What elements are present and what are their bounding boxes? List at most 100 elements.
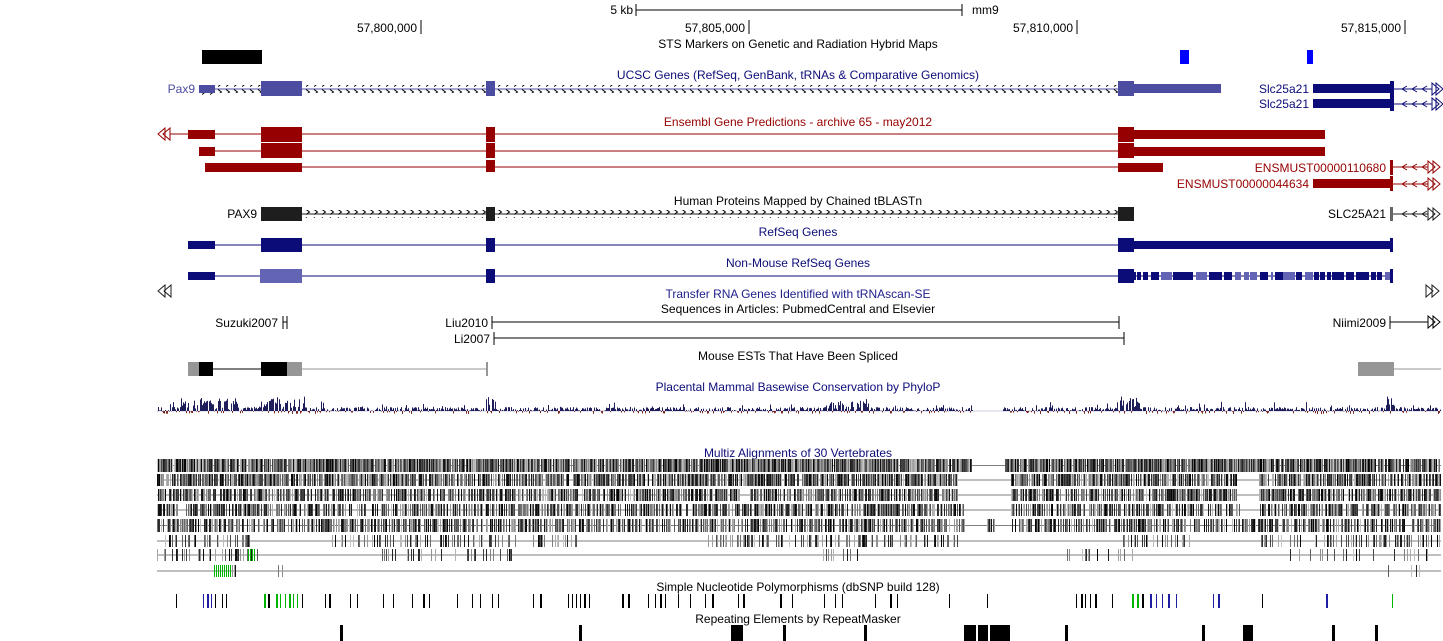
alignment-cell <box>272 459 273 472</box>
alignment-cell <box>1369 489 1370 501</box>
alignment-cell <box>522 459 523 472</box>
alignment-cell <box>794 504 795 516</box>
alignment-cell <box>1343 474 1344 486</box>
alignment-cell <box>826 504 827 516</box>
conservation-bar <box>593 411 594 414</box>
alignment-cell <box>1214 489 1215 501</box>
alignment-cell <box>416 459 417 472</box>
conservation-bar <box>947 408 948 411</box>
transcript-label[interactable]: ENSMUST00000044634 <box>1177 177 1309 191</box>
transcript-row[interactable] <box>199 143 1325 158</box>
conservation-bar <box>820 408 821 411</box>
refseq-track[interactable]: RefSeq Genes <box>188 225 1393 252</box>
alignment-cell <box>1121 489 1122 501</box>
est-alignment[interactable] <box>188 362 488 376</box>
alignment-cell <box>1415 459 1416 472</box>
conservation-bar <box>1040 411 1041 414</box>
gene-model[interactable] <box>188 238 1393 252</box>
alignment-cell <box>1230 459 1231 472</box>
alignment-cell <box>1259 474 1260 486</box>
multiz-track[interactable]: Multiz Alignments of 30 Vertebrates <box>157 446 1441 577</box>
gene-label[interactable]: Slc25a21 <box>1259 82 1309 96</box>
alignment-cell <box>229 504 230 516</box>
gene-label[interactable]: Pax9 <box>168 82 196 96</box>
phylop-track[interactable]: Placental Mammal Basewise Conservation b… <box>157 380 1441 414</box>
alignment-cell <box>264 474 265 486</box>
transcript-row[interactable] <box>1390 159 1441 175</box>
alignment-cell <box>1301 489 1302 501</box>
pubs-track[interactable]: Sequences in Articles: PubmedCentral and… <box>215 302 1441 346</box>
conservation-bar <box>1234 407 1235 411</box>
alignment-cell <box>160 474 161 486</box>
conservation-bar <box>1082 409 1083 411</box>
conservation-bar <box>391 407 392 411</box>
sts-marker[interactable] <box>1180 50 1189 64</box>
gene-pax9[interactable] <box>199 81 1221 96</box>
alignment-cell <box>185 474 186 486</box>
ensembl-track[interactable]: Ensembl Gene Predictions - archive 65 - … <box>157 115 1441 192</box>
gene-label[interactable]: Slc25a21 <box>1259 97 1309 111</box>
est-alignment[interactable] <box>1358 362 1441 376</box>
alignment-cell <box>620 459 621 472</box>
conservation-bar <box>861 411 862 413</box>
ucsc-genes-track[interactable]: UCSC Genes (RefSeq, GenBank, tRNAs & Com… <box>168 68 1443 112</box>
transcript-row[interactable] <box>205 160 1163 172</box>
human-proteins-track[interactable]: Human Proteins Mapped by Chained tBLASTn… <box>227 194 1441 222</box>
conservation-bar <box>614 402 615 411</box>
alignment-cell <box>278 489 279 501</box>
transcript-row[interactable] <box>170 127 1325 142</box>
pub-label[interactable]: Li2007 <box>454 332 490 346</box>
alignment-cell <box>941 459 942 472</box>
pub-feature[interactable] <box>1389 314 1441 330</box>
sts-marker[interactable] <box>202 50 262 64</box>
alignment-cell <box>1203 489 1204 501</box>
alignment-cell <box>668 489 669 501</box>
conservation-bar <box>379 408 380 411</box>
gene-model[interactable] <box>188 269 1393 283</box>
transcript-label[interactable]: ENSMUST00000110680 <box>1255 161 1387 175</box>
gene-slc25a21-alt[interactable] <box>1313 96 1443 112</box>
alignment-cell <box>1219 474 1220 486</box>
pub-feature[interactable] <box>282 316 288 329</box>
conservation-bar <box>1226 411 1227 414</box>
conservation-bar <box>928 409 929 411</box>
alignment-cell <box>827 489 828 501</box>
alignment-cell <box>1322 489 1323 501</box>
pub-feature[interactable] <box>493 332 1125 345</box>
conservation-bar <box>416 407 417 411</box>
est-track[interactable]: Mouse ESTs That Have Been Spliced <box>188 349 1441 376</box>
conservation-bar <box>520 408 521 411</box>
alignment-cell <box>511 459 512 472</box>
alignment-cell <box>1334 459 1335 472</box>
alignment-cell <box>438 459 439 472</box>
alignment-cell <box>763 459 764 472</box>
alignment-cell <box>926 489 927 501</box>
alignment-cell <box>1122 489 1123 501</box>
alignment-cell <box>578 474 579 486</box>
alignment-cell <box>276 489 277 501</box>
transcript-row[interactable] <box>1313 176 1441 192</box>
pub-label[interactable]: Liu2010 <box>445 316 488 330</box>
conservation-bar <box>1084 411 1085 414</box>
protein-alignment[interactable] <box>261 207 1134 221</box>
pub-label[interactable]: Niimi2009 <box>1333 316 1387 330</box>
pub-feature[interactable] <box>491 316 1120 329</box>
alignment-cell <box>1102 459 1103 472</box>
alignment-cell <box>683 489 684 501</box>
gene-slc25a21[interactable] <box>1313 81 1443 97</box>
conservation-bar <box>400 408 401 411</box>
alignment-cell <box>1211 474 1212 486</box>
pub-label[interactable]: Suzuki2007 <box>215 316 278 330</box>
nonmouse-refseq-track[interactable]: Non-Mouse RefSeq Genes <box>188 256 1393 283</box>
trna-track[interactable]: Transfer RNA Genes Identified with tRNAs… <box>157 283 1440 301</box>
protein-label[interactable]: PAX9 <box>227 207 257 221</box>
alignment-cell <box>794 474 795 486</box>
sts-track[interactable]: STS Markers on Genetic and Radiation Hyb… <box>202 37 1313 64</box>
conservation-bar <box>525 407 526 411</box>
protein-label[interactable]: SLC25A21 <box>1328 207 1386 221</box>
sts-marker[interactable] <box>1307 50 1313 64</box>
alignment-cell <box>1395 489 1396 501</box>
protein-alignment[interactable] <box>1390 206 1441 222</box>
alignment-cell <box>614 459 615 472</box>
